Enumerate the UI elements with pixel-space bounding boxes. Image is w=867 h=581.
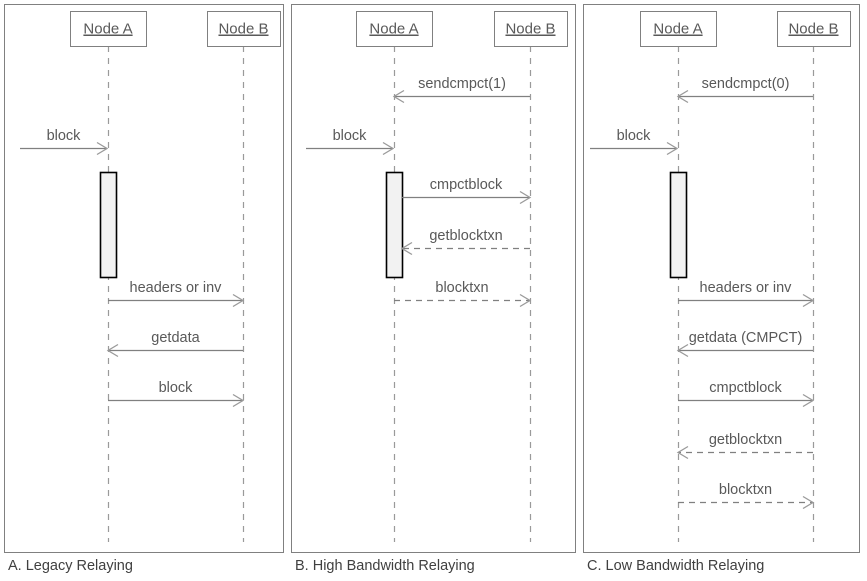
panel-c: Node A Node B sendcmpct(0) block headers or … xyxy=(583,4,860,574)
participant-box-node-a[interactable] xyxy=(640,11,717,47)
message-block[interactable]: block xyxy=(108,380,245,408)
arrow-head-icon xyxy=(676,343,689,358)
message-label: sendcmpct(1) xyxy=(418,76,506,92)
participant-box-node-b[interactable] xyxy=(207,11,281,47)
arrow-head-icon xyxy=(400,241,413,256)
message-headers-or-inv[interactable]: headers or inv xyxy=(108,280,245,308)
participant-box-node-b[interactable] xyxy=(777,11,851,47)
message-getblocktxn[interactable]: getblocktxn xyxy=(676,432,813,460)
message-getdata-cmpct[interactable]: getdata (CMPCT) xyxy=(676,330,813,358)
panel-caption: C. Low Bandwidth Relaying xyxy=(587,558,764,574)
participant-label-node-b: Node B xyxy=(218,21,268,38)
arrow-head-icon xyxy=(96,141,109,156)
message-blocktxn[interactable]: blocktxn xyxy=(678,482,815,510)
message-label: block xyxy=(333,128,368,144)
panel-border xyxy=(4,4,284,553)
activation-bar[interactable] xyxy=(385,171,404,279)
message-label: blocktxn xyxy=(435,280,488,296)
message-label: block xyxy=(617,128,652,144)
message-headers-or-inv[interactable]: headers or inv xyxy=(678,280,815,308)
panel-b: Node A Node B sendcmpct(1) block cmpctblock g… xyxy=(291,4,576,574)
message-label: blocktxn xyxy=(719,482,772,498)
message-label: getdata (CMPCT) xyxy=(689,330,803,346)
message-cmpctblock[interactable]: cmpctblock xyxy=(402,177,532,205)
arrow-head-icon xyxy=(676,445,689,460)
participant-label-node-a: Node A xyxy=(653,21,702,38)
participant-box-node-a[interactable] xyxy=(70,11,147,47)
arrow-head-icon xyxy=(232,293,245,308)
arrow-head-icon xyxy=(676,89,689,104)
message-label: sendcmpct(0) xyxy=(702,76,790,92)
arrow-head-icon xyxy=(666,141,679,156)
arrow-head-icon xyxy=(106,343,119,358)
message-label: getdata xyxy=(151,330,200,346)
arrow-head-icon xyxy=(519,293,532,308)
panel-caption: A. Legacy Relaying xyxy=(8,558,133,574)
message-label: block xyxy=(47,128,82,144)
panel-border xyxy=(291,4,576,553)
activation-bar[interactable] xyxy=(99,171,118,279)
participant-box-node-b[interactable] xyxy=(494,11,568,47)
participant-label-node-a: Node A xyxy=(83,21,132,38)
message-label: getblocktxn xyxy=(429,228,502,244)
message-label: headers or inv xyxy=(700,280,793,296)
message-getdata[interactable]: getdata xyxy=(106,330,243,358)
arrow-head-icon xyxy=(382,141,395,156)
message-label: getblocktxn xyxy=(709,432,782,448)
message-label: cmpctblock xyxy=(709,380,782,396)
arrow-head-icon xyxy=(519,190,532,205)
arrow-head-icon xyxy=(392,89,405,104)
panel-caption: B. High Bandwidth Relaying xyxy=(295,558,475,574)
arrow-head-icon xyxy=(232,393,245,408)
message-block[interactable]: block xyxy=(20,128,109,156)
participant-label-node-a: Node A xyxy=(369,21,418,38)
message-label: block xyxy=(159,380,194,396)
message-block[interactable]: block xyxy=(306,128,395,156)
participant-box-node-a[interactable] xyxy=(356,11,433,47)
panel-a: Node A Node B block headers or inv getdata bl… xyxy=(4,4,284,574)
arrow-head-icon xyxy=(802,495,815,510)
message-sendcmpct-0[interactable]: sendcmpct(0) xyxy=(676,76,813,104)
arrow-head-icon xyxy=(802,293,815,308)
message-label: headers or inv xyxy=(130,280,223,296)
participant-label-node-b: Node B xyxy=(505,21,555,38)
message-label: cmpctblock xyxy=(430,177,503,193)
message-getblocktxn[interactable]: getblocktxn xyxy=(400,228,530,256)
message-sendcmpct-1[interactable]: sendcmpct(1) xyxy=(392,76,530,104)
participant-label-node-b: Node B xyxy=(788,21,838,38)
arrow-head-icon xyxy=(802,393,815,408)
message-block[interactable]: block xyxy=(590,128,679,156)
message-blocktxn[interactable]: blocktxn xyxy=(394,280,532,308)
activation-bar[interactable] xyxy=(669,171,688,279)
message-cmpctblock[interactable]: cmpctblock xyxy=(678,380,815,408)
